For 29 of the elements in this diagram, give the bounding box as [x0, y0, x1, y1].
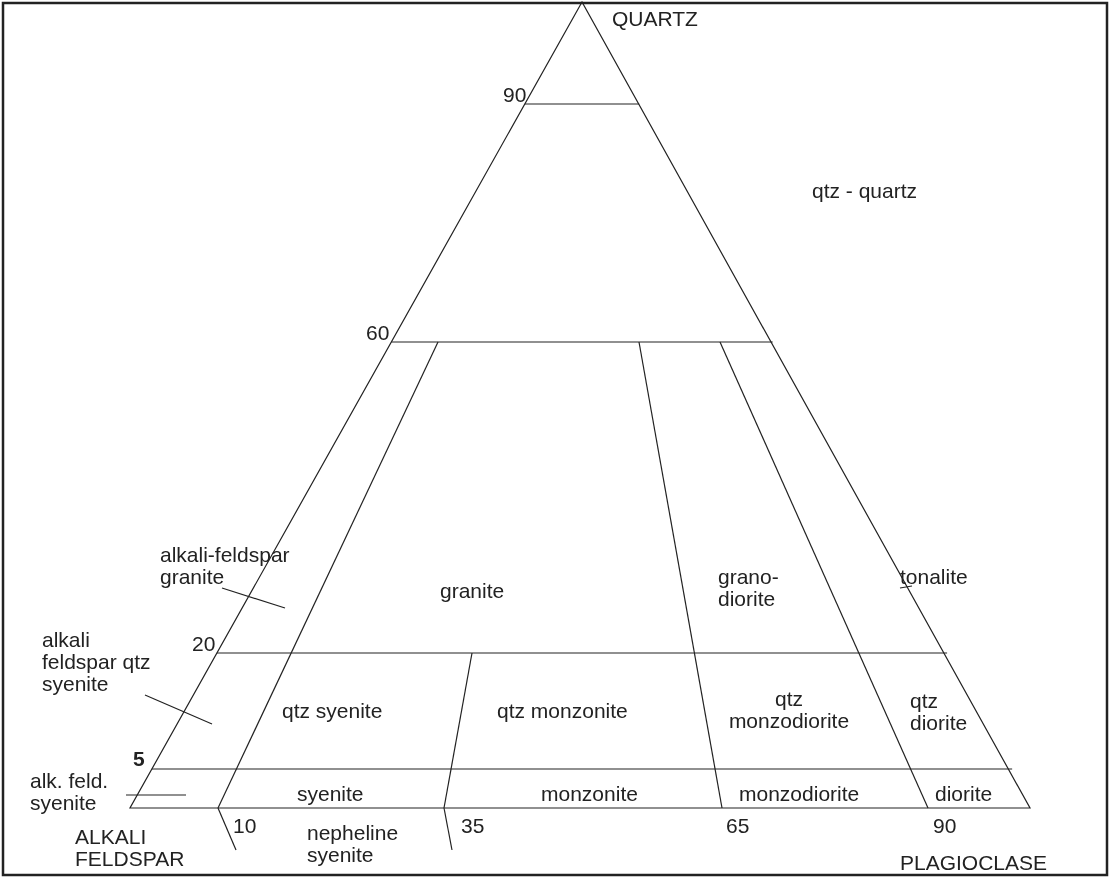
scale-number: 60 [366, 322, 390, 344]
leader-line [221, 587, 286, 609]
scale-number: 5 [133, 748, 145, 770]
axis-label: PLAGIOCLASE [900, 852, 1048, 874]
leader-line [144, 694, 213, 725]
field-name: monzonite [541, 783, 638, 805]
axis-label: ALKALI FELDSPAR [75, 826, 186, 870]
field-name: monzodiorite [739, 783, 860, 805]
field-name: qtz syenite [282, 700, 383, 722]
field-name: qtz monzonite [497, 700, 628, 722]
field-name: nepheline syenite [307, 822, 400, 866]
scale-number: 90 [503, 84, 527, 106]
field-name: qtz monzodiorite [727, 688, 851, 732]
field-name: diorite [935, 783, 993, 805]
field-name: alk. feld. syenite [30, 770, 130, 814]
scale-number: 20 [192, 633, 216, 655]
note-text: qtz - quartz [812, 180, 918, 202]
field-name: grano- diorite [718, 566, 780, 610]
leader-line [899, 585, 913, 589]
axis-label: QUARTZ [612, 8, 698, 30]
scale-number: 35 [461, 815, 485, 837]
field-name: tonalite [900, 566, 968, 588]
field-name: syenite [297, 783, 364, 805]
scale-number: 90 [933, 815, 957, 837]
field-name: qtz diorite [910, 690, 969, 734]
scale-number: 10 [233, 815, 257, 837]
scale-number: 65 [726, 815, 750, 837]
field-name: alkali feldspar qtz syenite [42, 629, 154, 695]
field-name: granite [440, 580, 505, 602]
